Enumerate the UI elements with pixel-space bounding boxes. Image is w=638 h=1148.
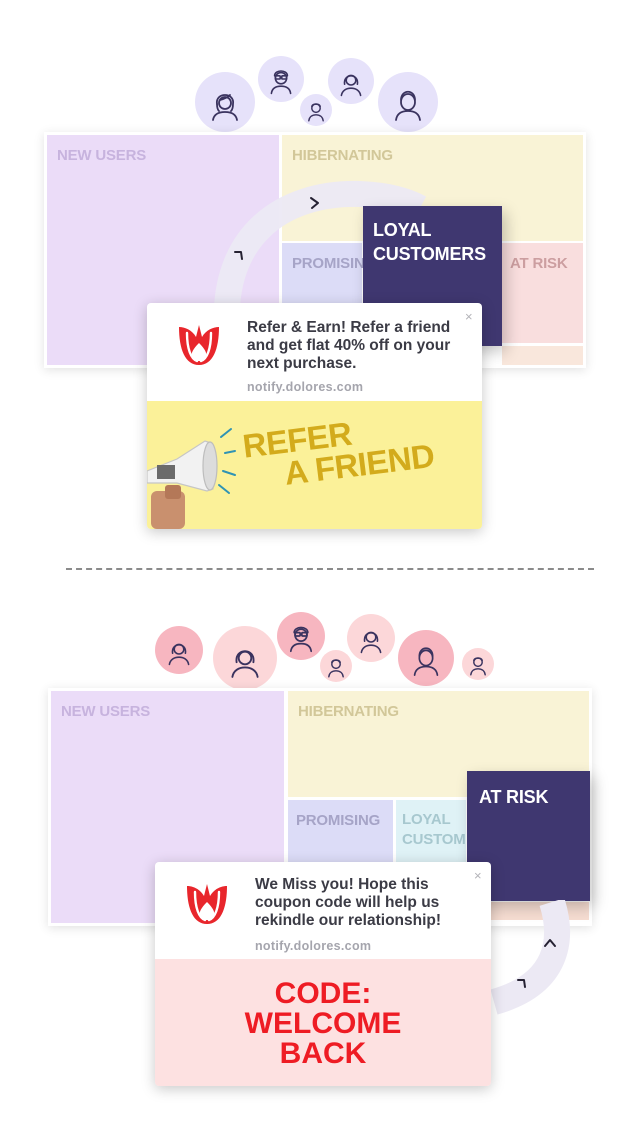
avatar-female-2-icon (328, 58, 374, 104)
segment-at-risk: AT RISK (502, 243, 583, 343)
segment-highlight-b-label: AT RISK (479, 787, 549, 807)
chevron-icon-4 (517, 979, 526, 988)
close-icon-2[interactable]: × (474, 868, 482, 883)
chevron-icon-2 (234, 251, 243, 260)
section-divider (66, 568, 594, 570)
flow-arc-bottom (490, 900, 570, 1015)
megaphone-icon (147, 428, 236, 529)
tulip-logo-icon-2 (187, 884, 227, 924)
segment-promising-b-label: PROMISING (296, 812, 381, 829)
coupon-line2: WELCOME (244, 1007, 402, 1040)
segment-new-users-b-label: NEW USERS (61, 703, 151, 720)
notification-message-b: We Miss you! Hope this coupon code will … (255, 876, 442, 929)
avatar-female-pink-icon (155, 626, 203, 674)
chevron-icon-3 (544, 939, 556, 947)
avatar-male-small-icon (300, 94, 332, 126)
avatar-female-pink-2-icon (213, 626, 277, 690)
avatar-female-icon (195, 72, 255, 132)
segment-at-risk-label: AT RISK (510, 255, 568, 272)
avatar-male-glasses-icon (258, 56, 304, 102)
avatar-male-icon (378, 72, 438, 132)
push-notification-bottom[interactable]: We Miss you! Hope this coupon code will … (155, 862, 491, 1086)
coupon-line3: BACK (279, 1037, 367, 1070)
segment-hibernating-label: HIBERNATING (292, 147, 393, 164)
tulip-logo-icon (179, 325, 219, 365)
notification-message: Refer & Earn! Refer a friend and get fla… (247, 319, 451, 372)
refer-banner-text: REFER A FRIEND (241, 408, 437, 495)
flow-arc-top (213, 180, 427, 329)
avatar-male-pink-icon (398, 630, 454, 686)
segment-highlight-label: LOYAL CUSTOMERS (373, 220, 486, 264)
avatar-male-small-pink-2-icon (462, 648, 494, 680)
segment-loyal-b-line1: LOYAL (402, 811, 451, 828)
segment-sliver (502, 346, 583, 365)
segment-new-users-label: NEW USERS (57, 147, 147, 164)
avatar-male-glasses-pink-icon (277, 612, 325, 660)
segment-hibernating-b-label: HIBERNATING (298, 703, 399, 720)
chevron-icon (310, 197, 319, 209)
segment-loyal-b-label: LOYAL CUSTOM (402, 810, 466, 850)
coupon-banner[interactable]: CODE: WELCOME BACK (155, 959, 491, 1086)
notification-url-b[interactable]: notify.dolores.com (255, 939, 372, 953)
push-notification-top[interactable]: Refer & Earn! Refer a friend and get fla… (147, 303, 482, 529)
avatar-female-pink-3-icon (347, 614, 395, 662)
avatar-male-small-pink-icon (320, 650, 352, 682)
close-icon[interactable]: × (465, 309, 473, 324)
notification-url[interactable]: notify.dolores.com (247, 380, 364, 394)
refer-banner[interactable]: REFER A FRIEND (147, 401, 482, 529)
coupon-line1: CODE: (274, 977, 372, 1010)
segment-loyal-b-line2: CUSTOM (402, 831, 466, 848)
segment-promising-label: PROMISING (292, 255, 377, 272)
